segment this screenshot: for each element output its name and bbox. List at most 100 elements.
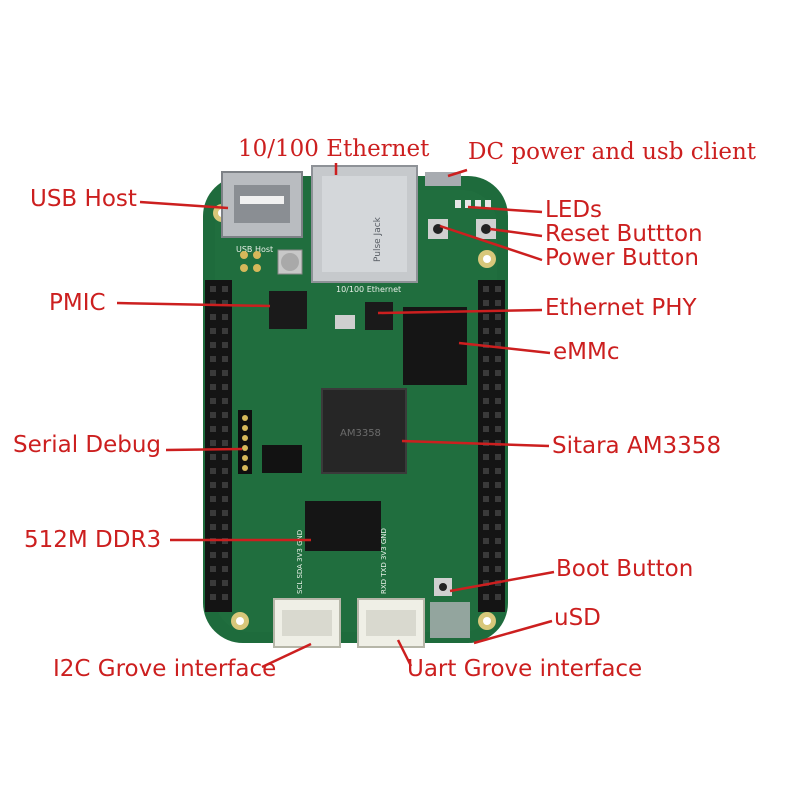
header-pin bbox=[495, 594, 501, 600]
header-pin bbox=[495, 496, 501, 502]
serial-debug-header bbox=[238, 410, 252, 474]
silk-uart-pins: RXD TXD 3V3 GND bbox=[380, 528, 388, 594]
boot-button-part bbox=[434, 578, 452, 596]
header-pin bbox=[222, 580, 228, 586]
reset-button-part bbox=[476, 219, 496, 239]
header-pin bbox=[222, 398, 228, 404]
header-pin bbox=[495, 426, 501, 432]
header-pin bbox=[483, 286, 489, 292]
header-pin bbox=[210, 524, 216, 530]
leader-boot bbox=[449, 570, 555, 593]
header-pin bbox=[222, 300, 228, 306]
label-reset-button: Reset Buttton bbox=[545, 221, 703, 247]
leader-i2c bbox=[261, 642, 312, 669]
usd-slot-edge bbox=[430, 602, 470, 638]
crystal bbox=[335, 315, 355, 329]
leader-serial-debug bbox=[165, 447, 243, 452]
leader-lines bbox=[116, 163, 555, 669]
header-pin bbox=[210, 314, 216, 320]
header-pin bbox=[222, 370, 228, 376]
leader-emmc bbox=[458, 341, 551, 355]
header-right bbox=[478, 280, 505, 612]
header-pin bbox=[483, 552, 489, 558]
silk-usb-host: USB Host bbox=[236, 245, 273, 254]
header-pin bbox=[222, 552, 228, 558]
grove-i2c-connector bbox=[273, 598, 341, 648]
leader-pmic bbox=[116, 301, 271, 308]
label-ethernet: 10/100 Ethernet bbox=[238, 136, 430, 162]
soc-marking: AM3358 bbox=[340, 428, 381, 439]
header-pin bbox=[495, 510, 501, 516]
header-pin bbox=[495, 468, 501, 474]
header-pin bbox=[483, 468, 489, 474]
grove-uart-connector bbox=[357, 598, 425, 648]
label-dc-power: DC power and usb client bbox=[468, 139, 756, 165]
header-pin bbox=[210, 510, 216, 516]
leader-leds bbox=[467, 205, 543, 214]
pmic-chip bbox=[269, 291, 307, 329]
header-pin bbox=[495, 440, 501, 446]
header-pin bbox=[210, 482, 216, 488]
header-pin bbox=[222, 384, 228, 390]
leader-dc-power bbox=[447, 168, 468, 178]
header-pin bbox=[210, 328, 216, 334]
silk-i2c-pins: SCL SDA 3V3 GND bbox=[296, 530, 304, 594]
power-button-part bbox=[428, 219, 448, 239]
label-pmic: PMIC bbox=[49, 290, 106, 316]
header-pin bbox=[222, 510, 228, 516]
header-pin bbox=[210, 552, 216, 558]
header-pin bbox=[495, 566, 501, 572]
label-boot-button: Boot Button bbox=[556, 556, 694, 582]
emmc-chip bbox=[403, 307, 467, 385]
header-pin bbox=[222, 468, 228, 474]
label-power-button: Power Button bbox=[545, 245, 699, 271]
header-pin bbox=[495, 538, 501, 544]
leader-usd bbox=[473, 619, 553, 645]
header-pin bbox=[222, 426, 228, 432]
leader-sitara bbox=[401, 439, 550, 448]
header-pin bbox=[222, 412, 228, 418]
header-pin bbox=[210, 426, 216, 432]
header-pin bbox=[210, 496, 216, 502]
ddr3-chip bbox=[305, 501, 381, 551]
header-pin bbox=[210, 342, 216, 348]
header-pin bbox=[495, 370, 501, 376]
leader-ethernet-phy bbox=[377, 308, 543, 315]
ethernet-phy-chip bbox=[365, 302, 393, 330]
header-pin bbox=[222, 482, 228, 488]
header-pin bbox=[483, 398, 489, 404]
header-pin bbox=[483, 496, 489, 502]
header-pin bbox=[495, 552, 501, 558]
label-usb-host: USB Host bbox=[30, 186, 137, 212]
leader-reset bbox=[489, 227, 543, 238]
regulator bbox=[262, 445, 302, 473]
header-pin bbox=[210, 468, 216, 474]
header-pin bbox=[210, 356, 216, 362]
header-pin bbox=[483, 426, 489, 432]
label-i2c-grove: I2C Grove interface bbox=[53, 656, 277, 682]
label-ddr3: 512M DDR3 bbox=[24, 527, 162, 553]
header-pin bbox=[483, 566, 489, 572]
header-pin bbox=[483, 412, 489, 418]
header-pin bbox=[495, 412, 501, 418]
header-pin bbox=[222, 328, 228, 334]
header-pin bbox=[222, 566, 228, 572]
header-pin bbox=[495, 524, 501, 530]
rj45-jack bbox=[311, 165, 418, 283]
header-pin bbox=[495, 384, 501, 390]
header-pin bbox=[222, 496, 228, 502]
header-pin bbox=[222, 440, 228, 446]
header-pin bbox=[483, 300, 489, 306]
capacitor bbox=[277, 249, 303, 275]
header-pin bbox=[210, 440, 216, 446]
sitara-soc bbox=[321, 388, 407, 474]
label-uart-grove: Uart Grove interface bbox=[407, 656, 643, 682]
header-pin bbox=[210, 384, 216, 390]
leader-usb-host bbox=[139, 200, 229, 210]
header-pin bbox=[483, 510, 489, 516]
header-pin bbox=[495, 398, 501, 404]
header-pin bbox=[495, 342, 501, 348]
header-pin bbox=[495, 300, 501, 306]
header-pin bbox=[210, 370, 216, 376]
